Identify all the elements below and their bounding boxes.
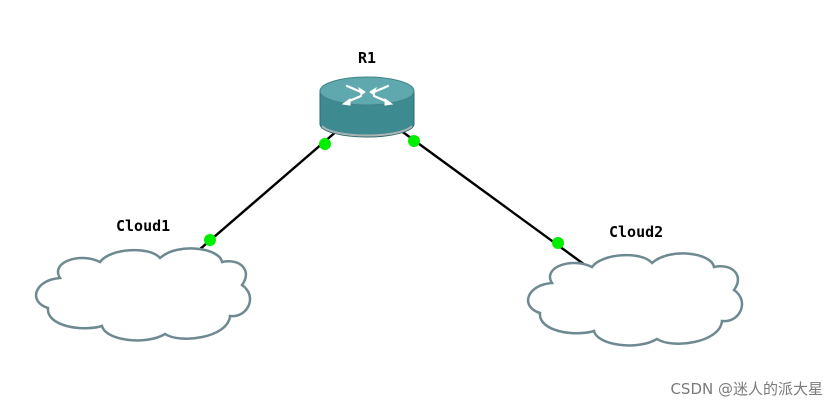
router-shadow — [321, 125, 413, 137]
cloud-icon — [34, 247, 252, 342]
router-label: R1 — [358, 49, 376, 67]
cloud2-label: Cloud2 — [609, 223, 663, 241]
cloud-icon — [526, 252, 744, 347]
watermark: CSDN @迷人的派大星 — [670, 380, 823, 398]
cloud1-node[interactable] — [34, 247, 252, 342]
port-dot-r1-left[interactable] — [319, 138, 331, 150]
cloud1-label: Cloud1 — [116, 217, 170, 235]
port-dot-cloud1[interactable] — [204, 234, 216, 246]
link-r1-cloud1[interactable] — [191, 129, 339, 257]
router-r1-node[interactable] — [319, 76, 415, 138]
cloud2-node[interactable] — [526, 252, 744, 347]
port-dot-cloud2[interactable] — [552, 237, 564, 249]
port-dot-r1-right[interactable] — [408, 135, 420, 147]
router-top — [319, 76, 415, 106]
router-arrows-icon — [341, 84, 394, 106]
